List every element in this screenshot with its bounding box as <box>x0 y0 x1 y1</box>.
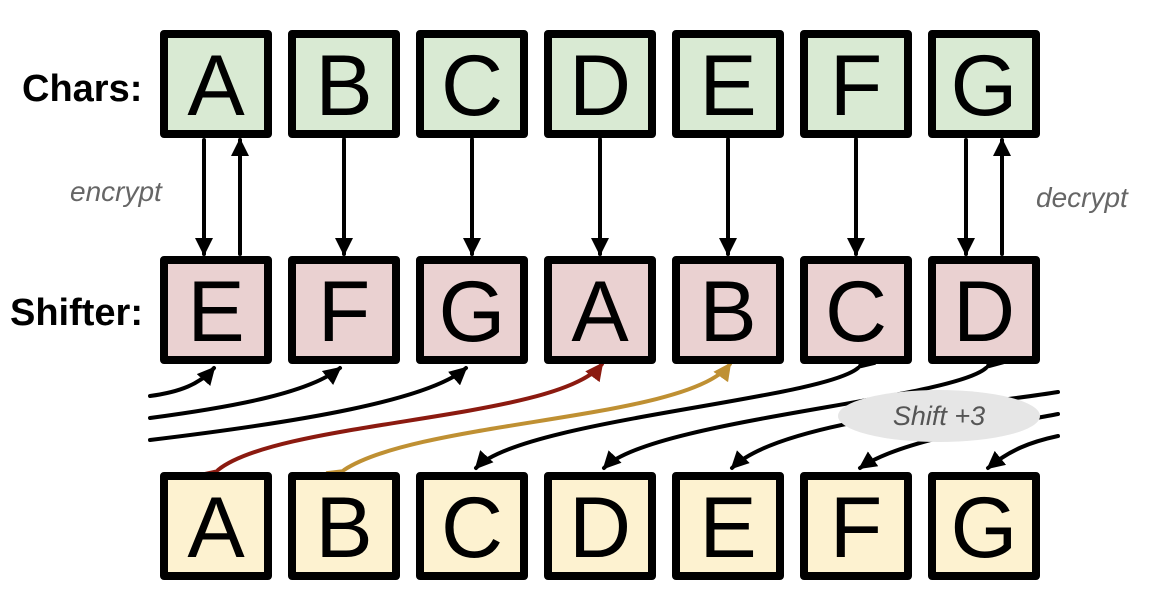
shifter-letter-2: G <box>438 264 506 360</box>
chars-box-1: B <box>288 30 400 138</box>
base-letter-0: A <box>187 480 245 576</box>
encrypt-label: encrypt <box>70 176 162 207</box>
chars-row-label: Chars: <box>22 68 143 110</box>
base-box-1: B <box>288 472 400 580</box>
base-box-2: C <box>416 472 528 580</box>
base-letter-2: C <box>440 480 504 576</box>
shifter-box-5: C <box>800 256 912 364</box>
chars-box-6: G <box>928 30 1040 138</box>
base-letter-5: F <box>829 480 883 576</box>
shift-badge-label: Shift +3 <box>892 400 986 431</box>
shift-arrow-c <box>474 350 877 470</box>
chars-letter-2: C <box>440 38 504 134</box>
shifter-letter-1: F <box>317 264 371 360</box>
decrypt-label: decrypt <box>1036 182 1128 213</box>
base-box-4: E <box>672 472 784 580</box>
shift-arrow-a-highlight <box>199 362 604 488</box>
base-box-0: A <box>160 472 272 580</box>
shifter-box-1: F <box>288 256 400 364</box>
shifter-letter-3: A <box>571 264 629 360</box>
base-letter-6: G <box>950 480 1018 576</box>
shifter-row-label: Shifter: <box>10 292 143 334</box>
chars-box-4: E <box>672 30 784 138</box>
shifter-box-4: B <box>672 256 784 364</box>
shifter-box-0: E <box>160 256 272 364</box>
chars-box-5: F <box>800 30 912 138</box>
base-box-3: D <box>544 472 656 580</box>
shifter-letter-5: C <box>824 264 888 360</box>
shift-badge: Shift +3 <box>838 390 1040 442</box>
chars-box-0: A <box>160 30 272 138</box>
shift-arrow-d <box>602 350 1004 470</box>
shift-arrow-b-highlight <box>325 362 732 487</box>
shifter-letter-4: B <box>699 264 757 360</box>
shift-arrow-e <box>148 366 216 398</box>
base-box-6: G <box>928 472 1040 580</box>
shift-arrow-g <box>148 366 468 442</box>
base-letter-3: D <box>568 480 632 576</box>
base-letter-4: E <box>699 480 757 576</box>
base-letter-1: B <box>315 480 373 576</box>
chars-letter-5: F <box>829 38 883 134</box>
shift-arrow-f <box>148 366 342 420</box>
chars-letter-0: A <box>187 38 245 134</box>
shifter-letter-0: E <box>187 264 245 360</box>
shift-arrow-g-base <box>986 434 1060 470</box>
chars-letter-4: E <box>699 38 757 134</box>
chars-box-3: D <box>544 30 656 138</box>
chars-letter-3: D <box>568 38 632 134</box>
shifter-letter-6: D <box>952 264 1016 360</box>
base-box-5: F <box>800 472 912 580</box>
chars-letter-1: B <box>315 38 373 134</box>
chars-letter-6: G <box>950 38 1018 134</box>
shifter-box-6: D <box>928 256 1040 364</box>
shifter-box-2: G <box>416 256 528 364</box>
chars-box-2: C <box>416 30 528 138</box>
shifter-box-3: A <box>544 256 656 364</box>
